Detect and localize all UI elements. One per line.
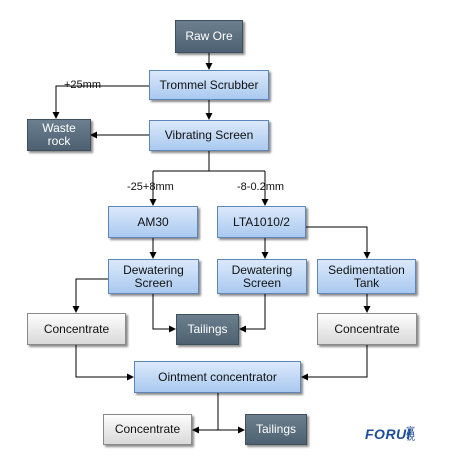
label-oversize: +25mm bbox=[64, 79, 101, 91]
node-vibrating-screen: Vibrating Screen bbox=[149, 120, 269, 151]
node-sedimentation-tank: Sedimentation Tank bbox=[317, 259, 416, 294]
label-coarse: -25+8mm bbox=[127, 181, 174, 193]
node-concentrate-2: Concentrate bbox=[317, 313, 417, 345]
node-lta1010: LTA1010/2 bbox=[217, 206, 306, 238]
edge-trommel-to-waste bbox=[52, 85, 149, 119]
edge-concentrate1-to-ointment bbox=[75, 345, 134, 381]
node-ointment-concentrator: Ointment concentrator bbox=[134, 361, 301, 393]
edge-dewater1-to-tailings bbox=[152, 294, 176, 333]
edge-concentrate2-to-ointment bbox=[301, 345, 368, 381]
node-concentrate-3: Concentrate bbox=[103, 414, 192, 445]
edge-lta-to-sedimentation bbox=[306, 226, 371, 259]
forui-logo-mark: 富锐 bbox=[406, 426, 416, 442]
forui-logo: FORUI bbox=[365, 426, 412, 442]
edge-vibrating-split bbox=[153, 151, 265, 172]
edge-dewater1-to-concentrate1 bbox=[72, 278, 108, 313]
node-dewatering-screen-1: Dewatering Screen bbox=[108, 259, 199, 294]
node-am30: AM30 bbox=[108, 206, 198, 238]
node-tailings-1: Tailings bbox=[176, 314, 239, 345]
edge-dewater2-to-tailings bbox=[239, 294, 266, 333]
node-trommel-scrubber: Trommel Scrubber bbox=[149, 70, 269, 100]
node-dewatering-screen-2: Dewatering Screen bbox=[217, 259, 307, 294]
node-waste-rock: Waste rock bbox=[27, 119, 91, 151]
label-fine: -8-0.2mm bbox=[237, 181, 285, 193]
node-raw-ore: Raw Ore bbox=[175, 20, 243, 53]
node-tailings-2: Tailings bbox=[245, 414, 307, 445]
node-concentrate-1: Concentrate bbox=[27, 313, 126, 345]
